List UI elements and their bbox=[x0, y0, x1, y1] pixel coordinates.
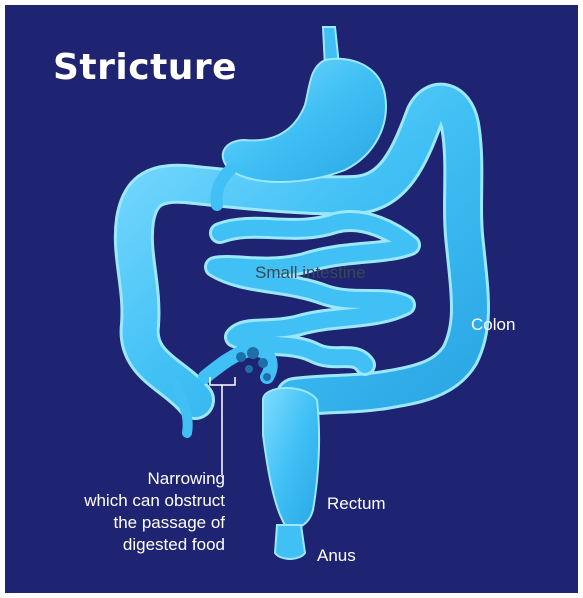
narrowing-line-4: digested food bbox=[25, 534, 225, 556]
anus bbox=[275, 525, 305, 559]
narrowing-bracket bbox=[210, 377, 235, 475]
narrowing-label: Narrowing which can obstruct the passage… bbox=[25, 468, 225, 556]
narrowing-line-1: Narrowing bbox=[25, 468, 225, 490]
anus-label: Anus bbox=[317, 545, 356, 567]
narrowing-line-3: the passage of bbox=[25, 512, 225, 534]
page-title: Stricture bbox=[53, 47, 237, 88]
small-intestine-label: Small intestine bbox=[255, 262, 366, 284]
rectum bbox=[263, 388, 319, 528]
stomach bbox=[223, 59, 386, 182]
small-intestine bbox=[215, 221, 410, 365]
rectum-label: Rectum bbox=[327, 493, 386, 515]
colon-label: Colon bbox=[471, 314, 515, 336]
diagram-panel: Stricture Small intestine Colon Rectum A… bbox=[5, 5, 578, 593]
stricture-region bbox=[205, 347, 271, 381]
narrowing-line-2: which can obstruct bbox=[25, 490, 225, 512]
